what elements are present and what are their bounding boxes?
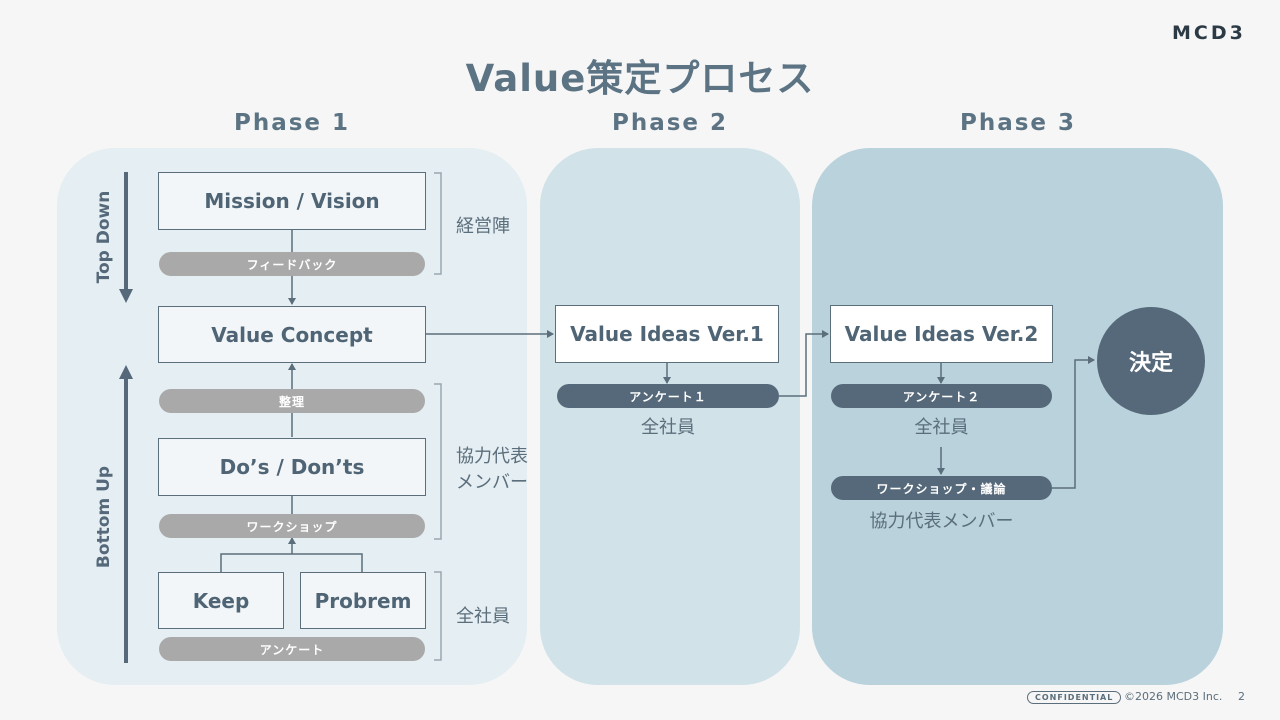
workshop-discussion-pill: ワークショップ・議論 [831, 476, 1052, 500]
representatives-label-line1: 協力代表 [456, 446, 528, 467]
confidential-badge: CONFIDENTIAL [1027, 691, 1122, 704]
page-title: Value策定プロセス [465, 57, 815, 100]
survey1-pill: アンケート１ [557, 384, 779, 408]
decision-circle: 決定 [1097, 307, 1205, 415]
mission-vision-box: Mission / Vision [158, 172, 426, 230]
all-employees-label-phase2: 全社員 [641, 417, 695, 438]
phase-2-heading: Phase 2 [611, 110, 729, 136]
management-label: 経営陣 [456, 216, 510, 237]
bottom-up-label: Bottom Up [94, 465, 114, 569]
value-concept-box: Value Concept [158, 306, 426, 363]
survey-pill: アンケート [159, 637, 425, 661]
all-employees-label-phase1: 全社員 [456, 606, 510, 627]
dos-donts-box: Do’s / Don’ts [158, 438, 426, 496]
organize-pill: 整理 [159, 389, 425, 413]
top-down-label: Top Down [94, 190, 114, 284]
representatives-label-phase3: 協力代表メンバー [869, 511, 1014, 532]
representatives-label-line2: メンバー [456, 472, 528, 493]
brand-logo: MCD3 [1172, 22, 1246, 44]
survey2-pill: アンケート２ [831, 384, 1052, 408]
page-number: 2 [1238, 690, 1245, 703]
phase-3-panel [812, 148, 1223, 685]
phase-1-heading: Phase 1 [233, 110, 351, 136]
all-employees-label-phase3: 全社員 [914, 417, 969, 438]
keep-box: Keep [158, 572, 284, 629]
phase-2-panel [540, 148, 800, 685]
value-ideas-ver1-box: Value Ideas Ver.1 [555, 305, 779, 363]
problem-box: Probrem [300, 572, 426, 629]
copyright-text: ©2026 MCD3 Inc. [1124, 690, 1223, 703]
workshop-pill: ワークショップ [159, 514, 425, 538]
feedback-pill: フィードバック [159, 252, 425, 276]
value-ideas-ver2-box: Value Ideas Ver.2 [830, 305, 1053, 363]
phase-3-heading: Phase 3 [959, 110, 1077, 136]
